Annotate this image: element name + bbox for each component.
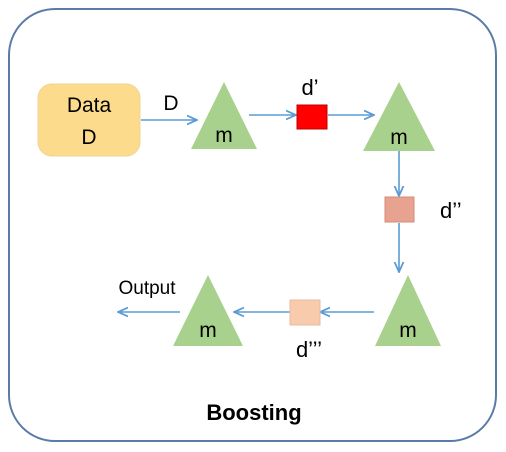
model-2-label: m — [390, 126, 408, 149]
weight-1-square — [296, 104, 328, 130]
input-label: D — [163, 92, 178, 115]
model-2-triangle — [363, 82, 435, 151]
weight-2-square — [384, 196, 415, 223]
weight-3-square — [289, 299, 321, 326]
flow-arrows — [118, 115, 399, 312]
output-label: Output — [118, 278, 176, 299]
model-3-label: m — [399, 319, 417, 342]
model-4: m — [173, 275, 243, 346]
diagram-frame — [8, 8, 497, 442]
model-1: m — [191, 82, 257, 149]
weight-1: d’ — [296, 75, 328, 130]
model-3: m — [375, 275, 441, 346]
data-box-label-line1: Data — [67, 94, 112, 117]
model-1-label: m — [215, 124, 233, 147]
weight-2-label: d’’ — [440, 198, 462, 223]
data-box-shape — [37, 83, 141, 157]
weight-3-label: d’’’ — [296, 337, 322, 362]
model-2: m — [363, 82, 435, 151]
model-1-triangle — [191, 82, 257, 149]
weight-1-label: d’ — [301, 75, 318, 100]
weight-3: d’’’ — [289, 299, 322, 362]
data-box-label-line2: D — [81, 126, 96, 149]
model-4-triangle — [173, 275, 243, 346]
diagram-caption: Boosting — [206, 400, 301, 425]
data-box: Data D — [37, 83, 141, 157]
model-3-triangle — [375, 275, 441, 346]
weight-2: d’’ — [384, 196, 462, 223]
model-4-label: m — [199, 319, 217, 342]
